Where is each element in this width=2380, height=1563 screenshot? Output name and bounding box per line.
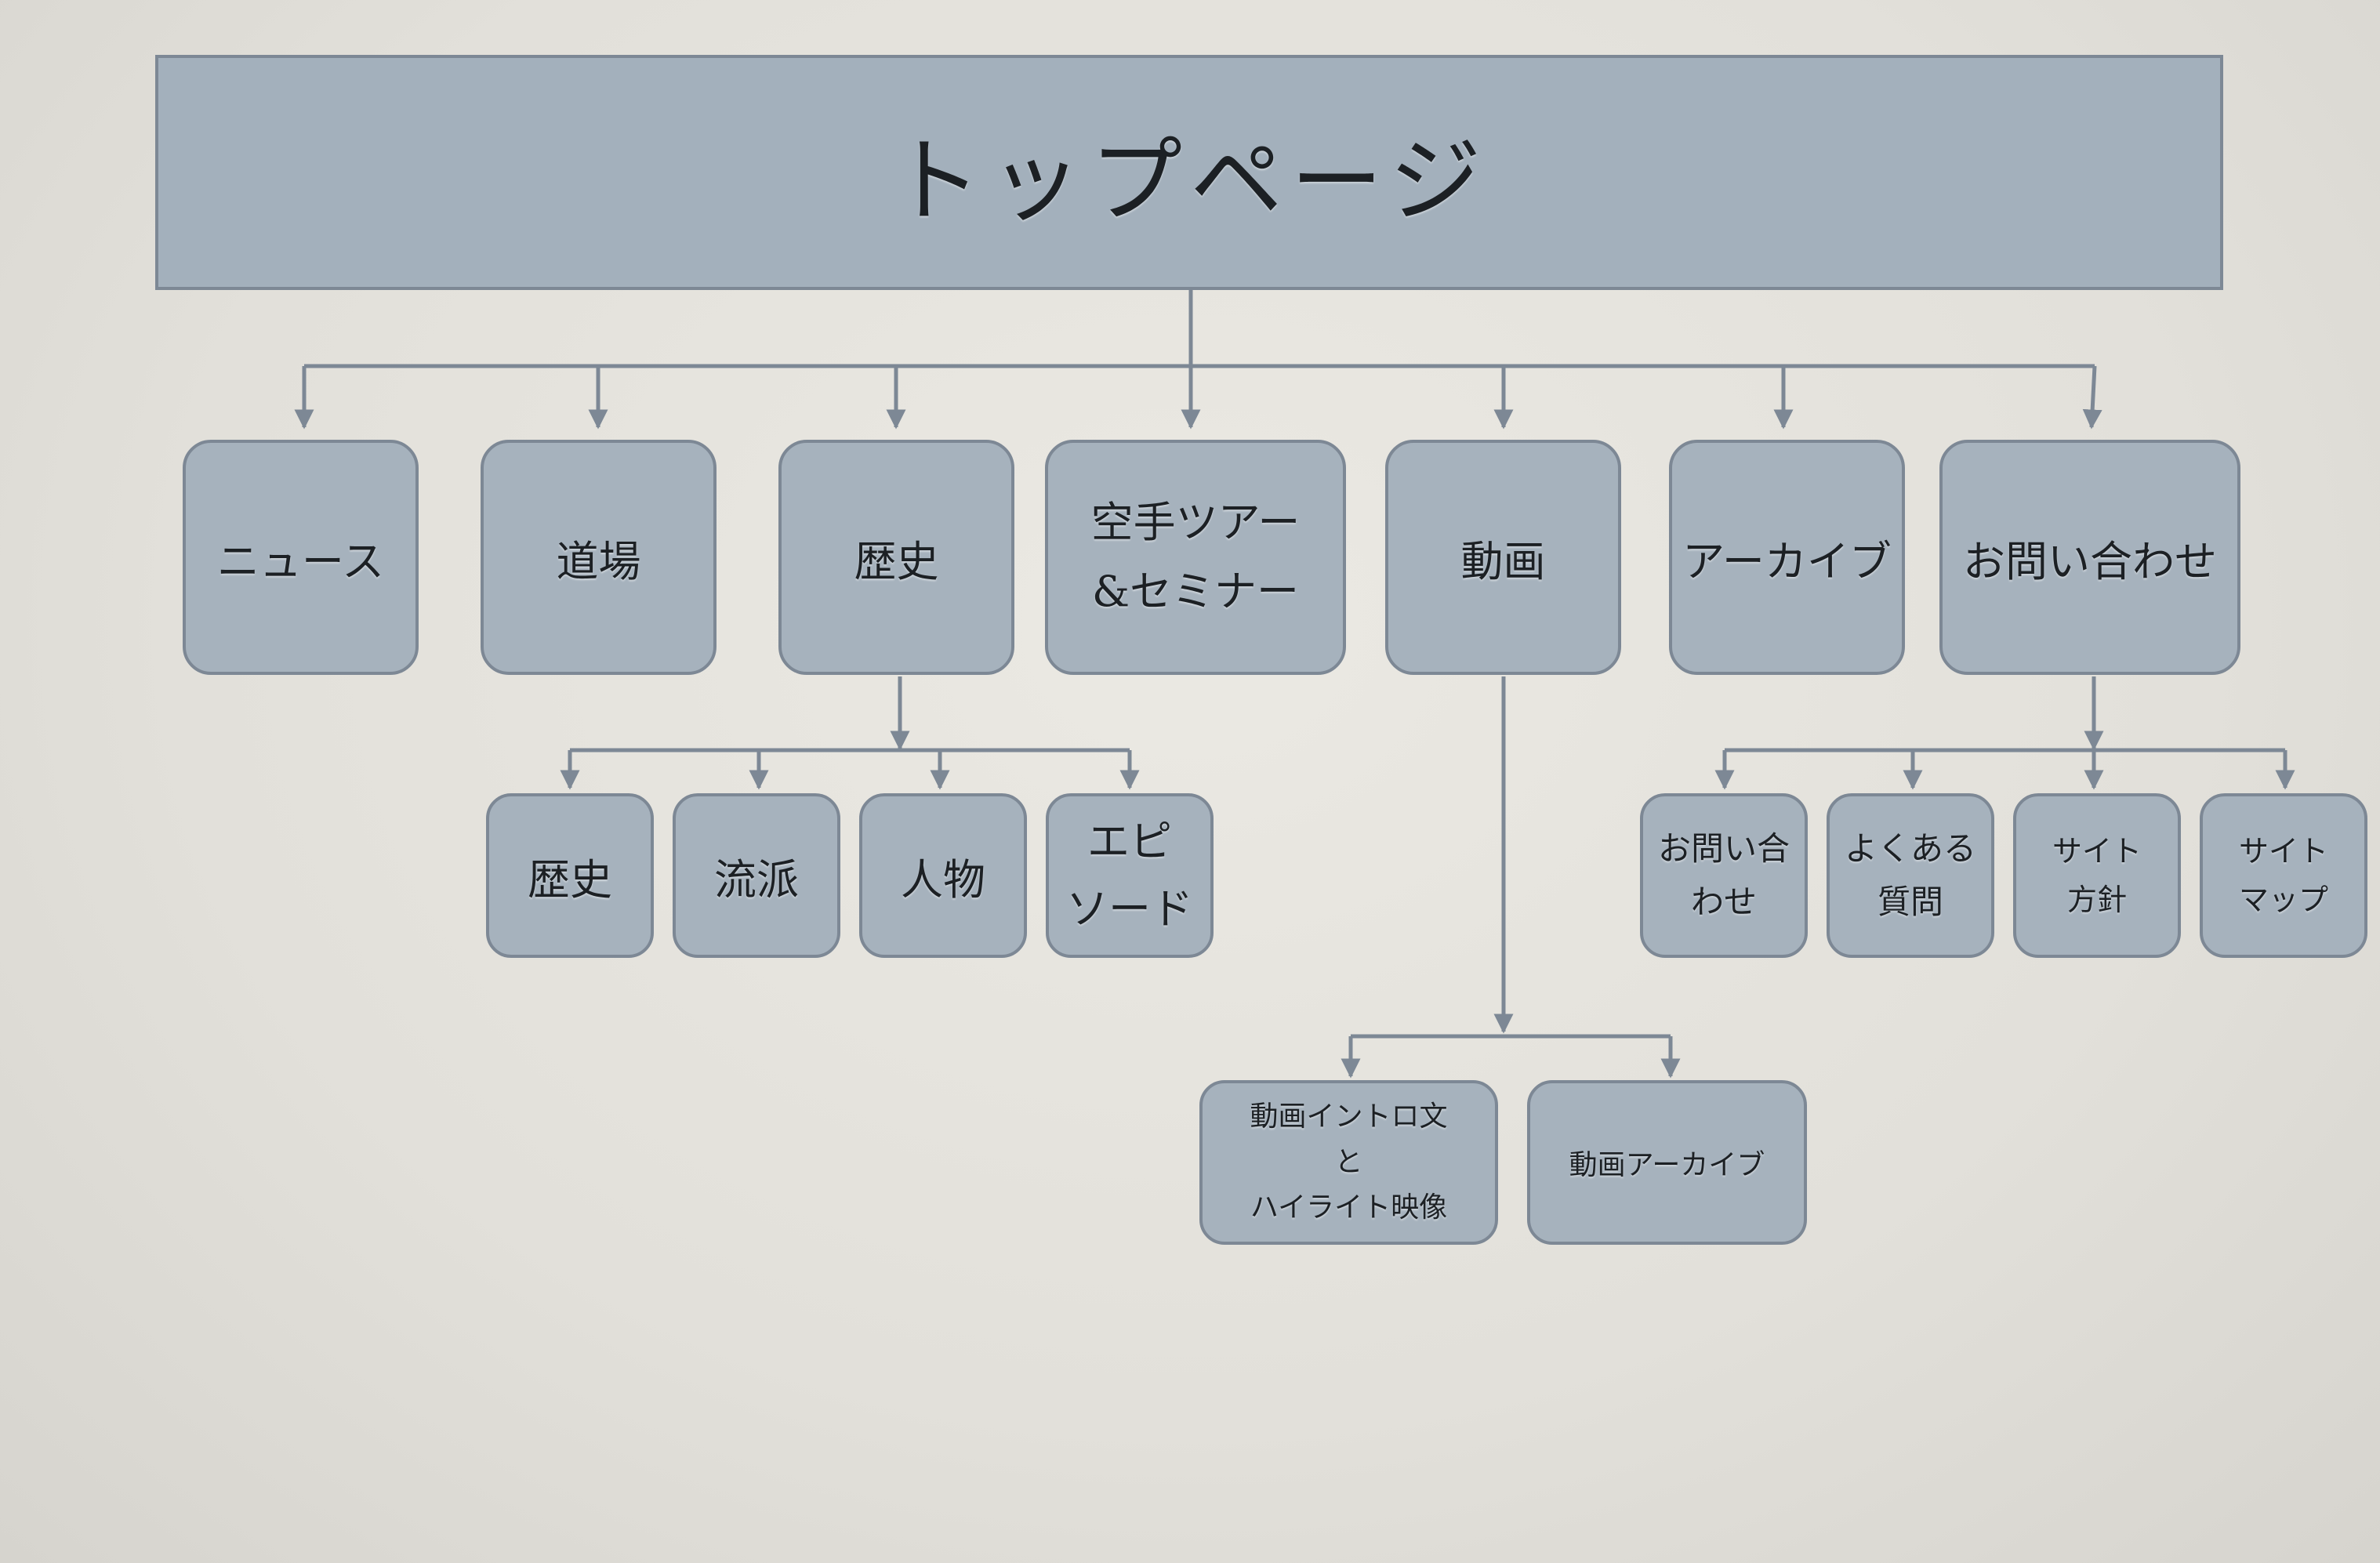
node-faq-label: よくある 質問: [1844, 829, 1976, 921]
node-video: 動画: [1385, 440, 1621, 675]
node-schools-label: 流派: [714, 854, 799, 905]
node-history: 歴史: [778, 440, 1014, 675]
node-contact: お問い合わせ: [1939, 440, 2240, 675]
node-tour-label: 空手ツアー &セミナー: [1090, 498, 1301, 616]
node-schools: 流派: [673, 793, 840, 958]
node-archive: アーカイブ: [1669, 440, 1905, 675]
node-dojo: 道場: [481, 440, 717, 675]
node-history-sub: 歴史: [486, 793, 654, 958]
node-video-intro-label: 動画イントロ文 と ハイライト映像: [1250, 1101, 1448, 1224]
node-tour: 空手ツアー &セミナー: [1045, 440, 1346, 675]
node-top-page-label: トップページ: [889, 126, 1489, 235]
node-contact-sub: お問い合 わせ: [1640, 793, 1808, 958]
node-news-label: ニュース: [216, 536, 385, 586]
node-history-label: 歴史: [854, 536, 939, 586]
node-top-page: トップページ: [155, 55, 2223, 290]
node-video-archive: 動画アーカイブ: [1527, 1080, 1807, 1245]
node-episodes-label: エピ ソード: [1066, 817, 1193, 934]
node-people-label: 人物: [901, 854, 985, 905]
node-people: 人物: [859, 793, 1027, 958]
node-history-sub-label: 歴史: [528, 854, 612, 905]
node-archive-label: アーカイブ: [1682, 536, 1892, 586]
node-video-label: 動画: [1460, 536, 1546, 586]
node-policy: サイト 方針: [2013, 793, 2181, 958]
node-contact-label: お問い合わせ: [1963, 536, 2217, 586]
node-episodes: エピ ソード: [1046, 793, 1214, 958]
node-video-archive-label: 動画アーカイブ: [1569, 1149, 1765, 1181]
node-news: ニュース: [183, 440, 419, 675]
node-dojo-label: 道場: [556, 536, 641, 586]
node-video-intro: 動画イントロ文 と ハイライト映像: [1199, 1080, 1498, 1245]
node-sitemap-label: サイト マップ: [2238, 834, 2328, 917]
node-contact-sub-label: お問い合 わせ: [1657, 829, 1790, 921]
node-policy-label: サイト 方針: [2052, 834, 2142, 917]
arrow-to-contact: [2082, 365, 2102, 430]
node-faq: よくある 質問: [1827, 793, 1994, 958]
node-sitemap: サイト マップ: [2200, 793, 2367, 958]
